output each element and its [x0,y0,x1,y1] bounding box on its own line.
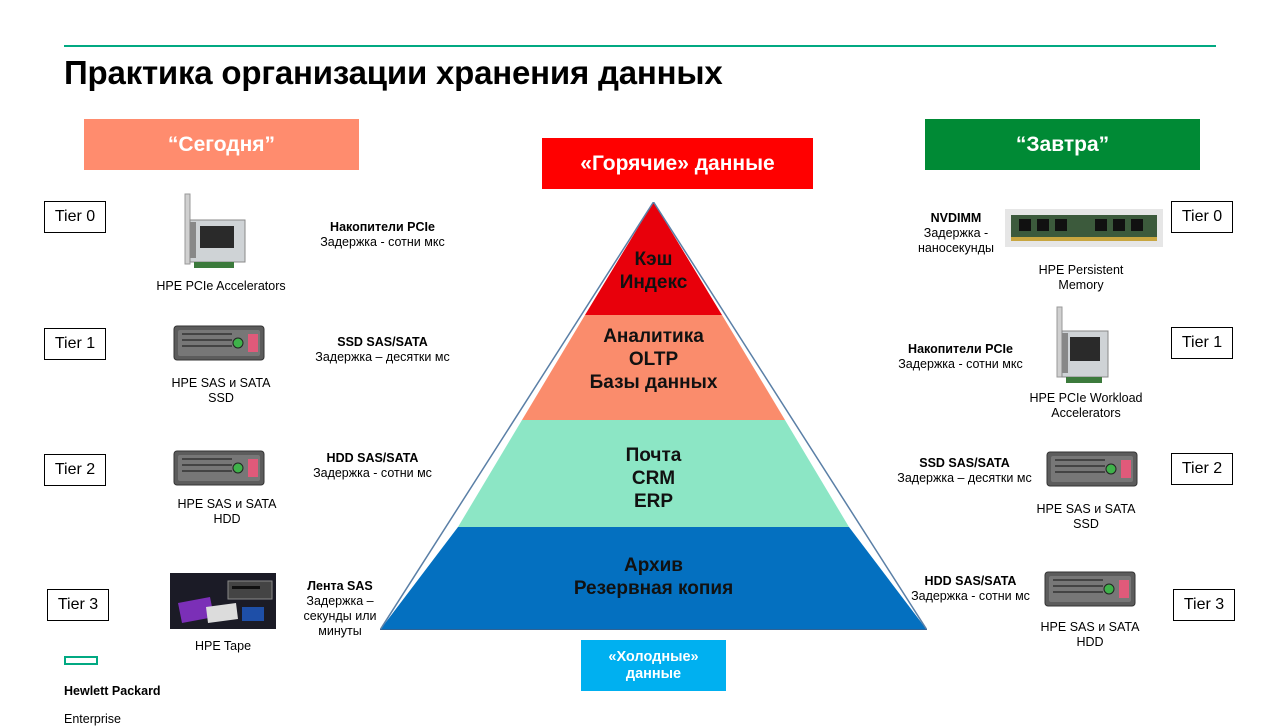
right-spec-1: Накопители PCIe Задержка - сотни мкс [878,342,1043,372]
cold-data-header: «Холодные» данные [581,640,726,691]
right-spec-3: HDD SAS/SATA Задержка - сотни мс [888,574,1053,604]
left-tier-1: Tier 1 [44,328,106,360]
right-spec-1-desc: Задержка - сотни мкс [878,357,1043,372]
drive-icon [172,320,267,365]
today-header: “Сегодня” [84,119,359,170]
storage-pyramid: Кэш Индекс Аналитика OLTP Базы данных По… [380,202,927,630]
left-caption-0: HPE PCIe Accelerators [146,279,296,294]
left-caption-3: HPE Tape [148,639,298,654]
right-spec-2: SSD SAS/SATA Задержка – десятки мс [882,456,1047,486]
today-header-label: “Сегодня” [168,133,275,157]
tomorrow-header: “Завтра” [925,119,1200,170]
right-spec-2-desc: Задержка – десятки мс [882,471,1047,486]
pyramid-text-archive: Архив Резервная копия [380,554,927,600]
right-spec-3-desc: Задержка - сотни мс [888,589,1053,604]
pyramid-text-mail: Почта CRM ERP [380,444,927,513]
right-spec-2-title: SSD SAS/SATA [882,456,1047,471]
left-spec-1-desc: Задержка – десятки мс [300,350,465,365]
drive-icon [1043,566,1138,611]
right-spec-0-title: NVDIMM [906,211,1006,226]
cold-data-label: «Холодные» данные [599,649,709,683]
left-caption-2: HPE SAS и SATA HDD [152,497,302,527]
logo-line1: Hewlett Packard [64,684,161,698]
logo-line2: Enterprise [64,712,121,726]
page-title: Практика организации хранения данных [64,54,723,92]
right-tier-0: Tier 0 [1171,201,1233,233]
drive-icon [1045,446,1140,491]
left-spec-0: Накопители PCIe Задержка - сотни мкс [300,220,465,250]
left-spec-0-title: Накопители PCIe [300,220,465,235]
title-underline [64,45,1216,47]
right-spec-1-title: Накопители PCIe [878,342,1043,357]
hpe-logo-text: Hewlett Packard Enterprise [64,670,161,726]
left-spec-3-desc: Задержка – секунды или минуты [290,594,390,639]
left-spec-0-desc: Задержка - сотни мкс [300,235,465,250]
nvdimm-icon [1005,209,1163,247]
right-tier-3: Tier 3 [1173,589,1235,621]
right-spec-0: NVDIMM Задержка - наносекунды [906,211,1006,256]
left-tier-3: Tier 3 [47,589,109,621]
pcie-card-icon [1052,305,1112,385]
pyramid-text-cache: Кэш Индекс [380,248,927,294]
drive-icon [172,445,267,490]
right-spec-3-title: HDD SAS/SATA [888,574,1053,589]
left-spec-1: SSD SAS/SATA Задержка – десятки мс [300,335,465,365]
hot-data-header: «Горячие» данные [542,138,813,189]
tape-icon [170,573,276,629]
left-tier-0: Tier 0 [44,201,106,233]
right-caption-3: HPE SAS и SATA HDD [1015,620,1165,650]
left-spec-3-title: Лента SAS [290,579,390,594]
hpe-logo-icon [64,656,98,665]
left-caption-1: HPE SAS и SATA SSD [146,376,296,406]
left-spec-1-title: SSD SAS/SATA [300,335,465,350]
left-spec-2-title: HDD SAS/SATA [290,451,455,466]
hot-data-label: «Горячие» данные [580,152,774,176]
right-tier-2: Tier 2 [1171,453,1233,485]
tomorrow-header-label: “Завтра” [1016,133,1109,157]
pcie-card-icon [180,192,250,272]
right-caption-0: HPE Persistent Memory [1006,263,1156,293]
left-spec-3: Лента SAS Задержка – секунды или минуты [290,579,390,639]
right-tier-1: Tier 1 [1171,327,1233,359]
left-spec-2-desc: Задержка - сотни мс [290,466,455,481]
right-caption-1: HPE PCIe Workload Accelerators [1011,391,1161,421]
right-caption-2: HPE SAS и SATA SSD [1011,502,1161,532]
right-spec-0-desc: Задержка - наносекунды [906,226,1006,256]
left-spec-2: HDD SAS/SATA Задержка - сотни мс [290,451,455,481]
left-tier-2: Tier 2 [44,454,106,486]
